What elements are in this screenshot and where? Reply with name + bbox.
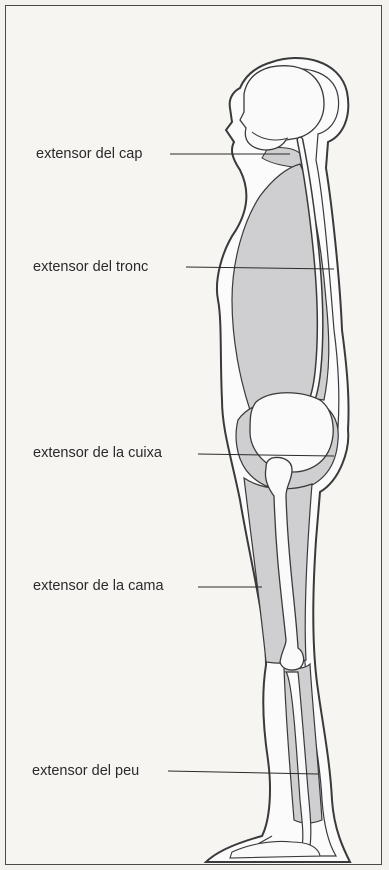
label-leg-extensor: extensor de la cama: [33, 577, 164, 595]
label-foot-extensor: extensor del peu: [32, 762, 139, 780]
label-trunk-extensor: extensor del tronc: [33, 258, 148, 276]
label-head-extensor: extensor del cap: [36, 145, 142, 163]
label-thigh-extensor: extensor de la cuixa: [33, 444, 162, 462]
pelvis: [250, 393, 333, 472]
